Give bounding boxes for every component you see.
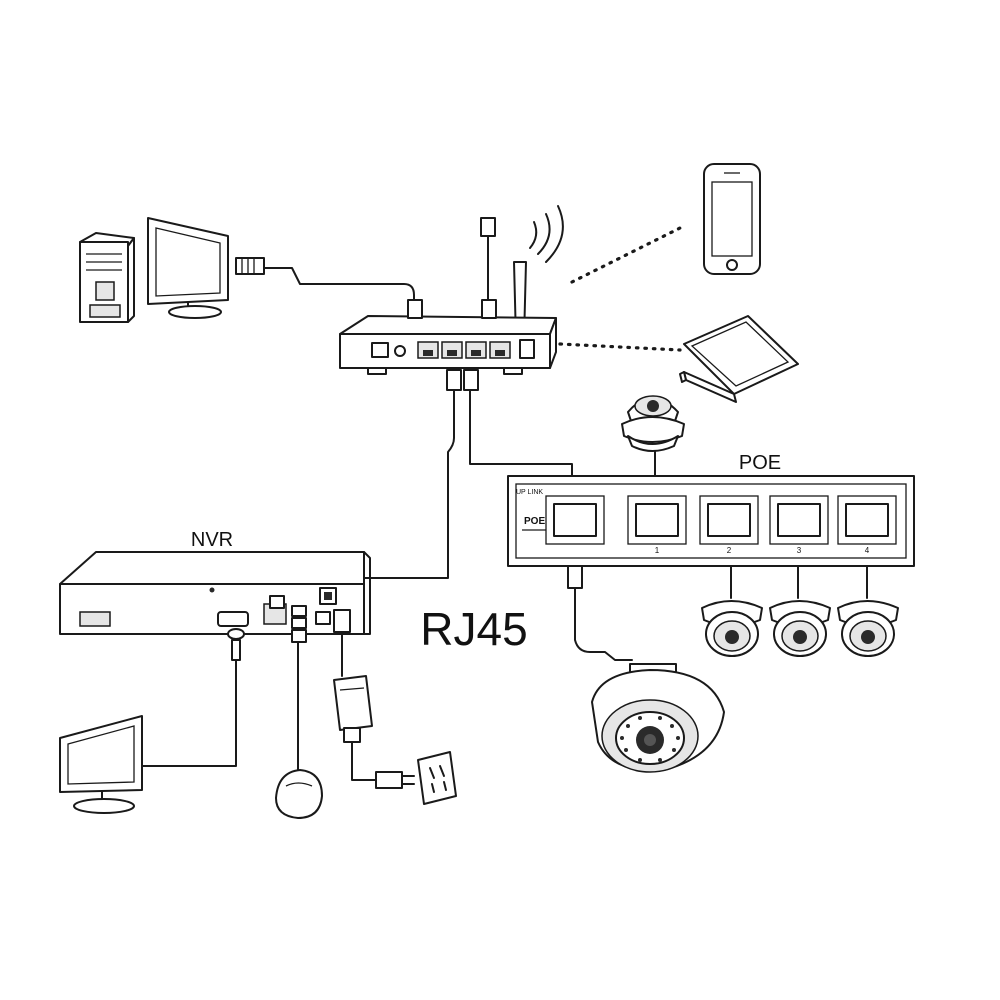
poe-port-4	[837, 495, 897, 545]
cable-adapter-to-plug	[351, 739, 379, 781]
cable-poe-to-big-camera	[574, 565, 633, 661]
laptop-icon	[683, 315, 799, 395]
nvr-power-socket	[333, 609, 351, 633]
wall-outlet	[417, 751, 457, 805]
dome-camera-3	[769, 600, 831, 657]
router	[339, 205, 564, 391]
rj45-label: RJ45	[420, 603, 527, 655]
power-plug	[375, 771, 415, 789]
router-lan-ports	[417, 341, 511, 359]
poe-small-label: POE	[524, 516, 545, 527]
cable-pc-to-router	[261, 267, 415, 311]
nvr-title: NVR	[191, 529, 233, 551]
smartphone-home-button	[726, 259, 738, 271]
router-power-socket	[371, 342, 389, 358]
router-plug-wan	[481, 299, 497, 319]
cable-nvr-to-monitor	[141, 659, 237, 767]
mouse-icon	[275, 769, 323, 819]
laptop	[679, 315, 799, 403]
poe-title: POE	[739, 452, 781, 474]
dome-camera-4	[837, 600, 899, 657]
power-adapter-icon	[333, 675, 373, 731]
usb-plug	[291, 629, 307, 643]
router-top	[339, 315, 557, 335]
wireless-link-phone	[570, 224, 686, 284]
nvr-monitor-stand	[73, 798, 135, 814]
smartphone-icon	[703, 163, 761, 275]
wifi-signal-icon	[529, 221, 538, 249]
dome-camera-large	[591, 663, 725, 773]
port-3-label: 3	[797, 546, 802, 555]
nvr-monitor-icon	[59, 715, 143, 793]
pc-monitor-icon	[147, 217, 229, 305]
poe-port-2	[699, 495, 759, 545]
nvr	[59, 551, 371, 661]
wall-outlet-icon	[417, 751, 457, 805]
cable-router-to-nvr	[277, 387, 455, 597]
router-plug-nvr	[446, 369, 462, 391]
vga-plug	[231, 639, 241, 661]
dome-camera-2	[701, 600, 763, 657]
poe-switch: UP LINK POE 1 2 3 4	[507, 475, 915, 596]
dome-camera-top	[621, 395, 685, 452]
nvr-monitor	[59, 715, 143, 814]
uplink-label: UP LINK	[516, 489, 543, 496]
pc-rj45-plug	[235, 257, 265, 275]
router-plug-poe	[463, 369, 479, 391]
port-4-label: 4	[865, 546, 870, 555]
poe-plug-camera	[567, 565, 583, 589]
port-1-label: 1	[655, 546, 660, 555]
power-plug-icon	[375, 771, 403, 789]
router-plug-pc	[407, 299, 423, 319]
poe-uplink-port	[545, 495, 605, 545]
pc-monitor-stand	[168, 305, 222, 319]
desktop-pc	[79, 217, 265, 323]
power-adapter	[333, 675, 373, 743]
smartphone	[703, 163, 761, 275]
nvr-vga-port	[217, 611, 249, 627]
router-reset-button	[394, 345, 406, 357]
poe-port-1	[627, 495, 687, 545]
port-2-label: 2	[727, 546, 732, 555]
nvr-vent	[79, 611, 111, 627]
wireless-link-laptop	[558, 342, 682, 352]
nvr-usb-port-1	[291, 605, 307, 617]
nvr-top	[59, 551, 365, 585]
wan-cable-end	[480, 217, 496, 237]
nvr-usb-port-2	[291, 617, 307, 629]
poe-port-3	[769, 495, 829, 545]
wireless-links	[558, 224, 686, 352]
mouse	[275, 769, 323, 819]
